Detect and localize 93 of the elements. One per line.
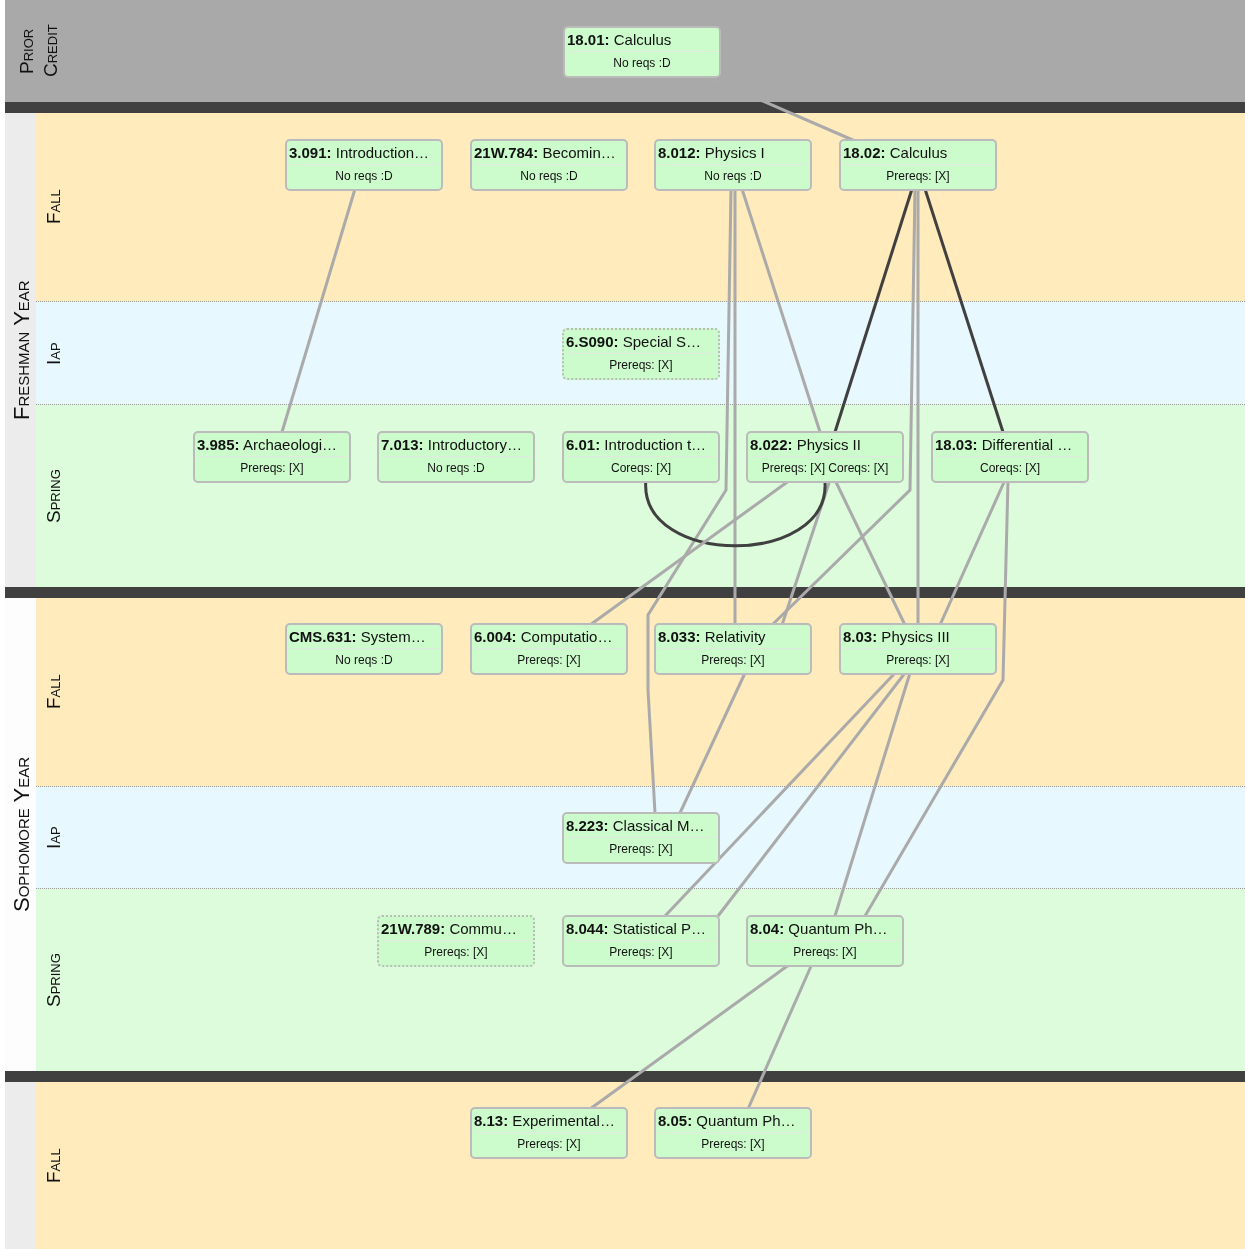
course-card [285,623,443,675]
prerequisite-line [740,188,822,433]
requirement-status: No reqs :D [703,168,763,185]
course-card [654,139,812,191]
course-title: 8.03: Physics III [843,626,993,649]
course-card [931,431,1089,483]
course-title: 6.01: Introduction t… [566,434,716,457]
course-card [193,431,351,483]
prerequisite-line [733,189,737,625]
course-card [470,1107,628,1159]
term-label: Iap [43,825,65,852]
course-card [746,915,904,967]
requirement-status: Prereqs: [X] [608,944,674,961]
term-band [36,888,1245,1071]
course-card [562,812,720,864]
course-title: 8.04: Quantum Ph… [750,918,900,941]
course-card [562,431,720,483]
course-title: 7.013: Introductory… [381,434,531,457]
term-band [36,113,1245,301]
requirement-status: Prereqs: [X] [885,652,951,669]
year-label: Sophomore Year [9,755,35,915]
requirement-status: Prereqs: [X] [792,944,858,961]
course-title: 3.091: Introduction… [289,142,439,165]
course-card [654,623,812,675]
prior-credit-band [5,0,1245,102]
course-title: 18.02: Calculus [843,142,993,165]
requirement-status: Prereqs: [X] Coreqs: [X] [760,460,890,477]
course-card [470,139,628,191]
term-band [36,786,1245,888]
course-card [654,1107,812,1159]
course-title: 6.004: Computatio… [474,626,624,649]
prerequisite-line [916,189,920,625]
term-band [36,404,1245,587]
course-card [562,328,720,380]
requirement-status: Prereqs: [X] [423,944,489,961]
term-label: Spring [43,468,65,526]
year-band [5,113,1245,587]
term-band [36,301,1245,404]
course-title: 6.S090: Special S… [566,331,716,354]
course-title: 8.05: Quantum Ph… [658,1110,808,1133]
requirement-status: No reqs :D [334,168,394,185]
requirement-status: No reqs :D [612,55,672,72]
course-title: 21W.789: Commu… [381,918,531,941]
term-label: Spring [43,952,65,1010]
term-label: Fall [43,188,65,227]
prerequisite-line [646,188,733,814]
requirement-status: Coreqs: [X] [610,460,672,477]
prerequisite-line [280,188,357,433]
course-card [746,431,904,483]
course-card [470,623,628,675]
term-band [5,1082,1245,1249]
course-title: 18.01: Calculus [567,29,717,52]
course-title: 8.13: Experimental… [474,1110,624,1133]
prerequisite-line [833,672,912,917]
course-title: CMS.631: System… [289,626,439,649]
corequisite-line [644,481,827,548]
year-label: Freshman Year [9,279,35,422]
requirement-status: No reqs :D [334,652,394,669]
prerequisite-line [678,672,747,814]
band-label: Prior Credit [15,23,62,80]
requirement-status: Prereqs: [X] [608,357,674,374]
course-card [377,431,535,483]
course-title: 8.022: Physics II [750,434,900,457]
prerequisite-line [716,672,907,917]
requirement-status: No reqs :D [519,168,579,185]
requirement-status: Prereqs: [X] [516,1136,582,1153]
course-card [839,139,997,191]
course-title: 8.223: Classical M… [566,815,716,838]
requirement-status: No reqs :D [426,460,486,477]
requirement-status: Prereqs: [X] [608,841,674,858]
requirement-status: Coreqs: [X] [979,460,1041,477]
requirement-status: Prereqs: [X] [239,460,305,477]
requirement-status: Prereqs: [X] [700,652,766,669]
course-card [562,915,720,967]
term-band [36,598,1245,786]
course-title: 8.044: Statistical P… [566,918,716,941]
corequisite-line [923,188,1005,433]
course-title: 18.03: Differential … [935,434,1085,457]
course-card [839,623,997,675]
term-label: Iap [43,341,65,367]
corequisite-line [833,188,914,433]
requirement-status: Prereqs: [X] [516,652,582,669]
course-title: 21W.784: Becomin… [474,142,624,165]
term-label: Fall [43,1147,65,1185]
course-title: 8.033: Relativity [658,626,808,649]
course-card [377,915,535,967]
requirement-status: Prereqs: [X] [885,168,951,185]
course-title: 8.012: Physics I [658,142,808,165]
course-card [563,26,721,78]
course-card [285,139,443,191]
term-label: Fall [43,673,65,712]
course-title: 3.985: Archaeologi… [197,434,347,457]
requirement-status: Prereqs: [X] [700,1136,766,1153]
